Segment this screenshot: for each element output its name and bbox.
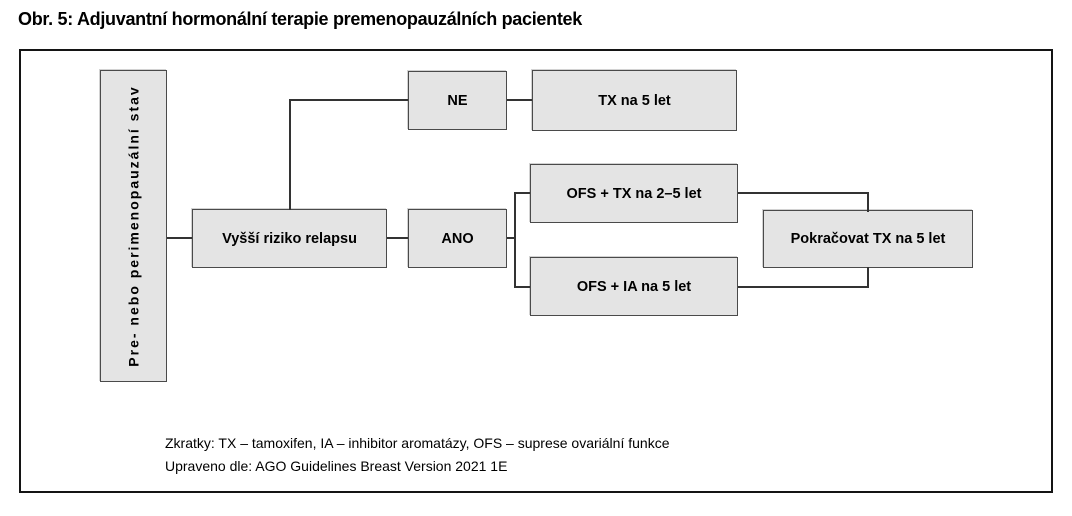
node-ofs-tx-2-5-years: OFS + TX na 2–5 let (530, 164, 738, 223)
connector-risk-to-no-horizontal (289, 99, 408, 101)
connector-yes-to-split (507, 237, 516, 239)
node-continue-tx-5-years: Pokračovat TX na 5 let (763, 210, 973, 268)
footnote-abbreviations: Zkratky: TX – tamoxifen, IA – inhibitor … (165, 435, 670, 451)
node-answer-yes: ANO (408, 209, 507, 268)
connector-risk-to-no-vertical (289, 100, 291, 210)
connector-split-to-ofs-ia (514, 286, 530, 288)
figure-title: Obr. 5: Adjuvantní hormonální terapie pr… (18, 9, 582, 29)
node-higher-relapse-risk: Vyšší riziko relapsu (192, 209, 387, 268)
node-answer-no: NE (408, 71, 507, 130)
footnote: Zkratky: TX – tamoxifen, IA – inhibitor … (165, 432, 669, 477)
node-premenopausal-state-label: Pre- nebo perimenopauzální stav (125, 85, 142, 367)
connector-split-to-ofs-tx (514, 192, 530, 194)
connector-state-to-risk (167, 237, 192, 239)
footnote-source: Upraveno dle: AGO Guidelines Breast Vers… (165, 457, 508, 474)
connector-ofs-ia-to-continue-horizontal (738, 286, 869, 288)
connector-ofs-ia-to-continue-vertical (867, 267, 869, 288)
connector-risk-to-yes (387, 237, 408, 239)
diagram-frame (19, 49, 1053, 493)
connector-ofs-tx-to-continue-vertical (867, 192, 869, 212)
connector-split-vertical (514, 192, 516, 288)
connector-no-to-tx5 (507, 99, 532, 101)
node-premenopausal-state: Pre- nebo perimenopauzální stav (100, 70, 167, 382)
node-ofs-ia-5-years: OFS + IA na 5 let (530, 257, 738, 316)
connector-ofs-tx-to-continue-horizontal (738, 192, 869, 194)
node-tx-5-years: TX na 5 let (532, 70, 737, 131)
